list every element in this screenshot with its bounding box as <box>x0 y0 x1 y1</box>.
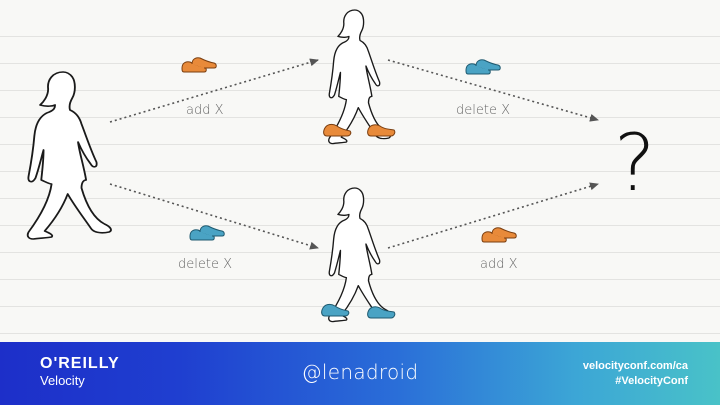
arrow-bottom-left <box>109 183 319 250</box>
blue-shoes-worn-icon <box>321 303 396 319</box>
arrow-bottom-right <box>387 182 599 249</box>
footer-bar: O'REILLY Velocity @lenadroid velocitycon… <box>0 342 720 405</box>
orange-shoes-icon <box>481 227 517 243</box>
conference-url: velocityconf.com/ca <box>582 360 688 372</box>
label-delete-top: delete X <box>456 103 510 118</box>
conference-links: velocityconf.com/ca #VelocityConf <box>583 359 688 389</box>
arrow-top-right <box>387 59 599 122</box>
orange-shoes-icon <box>181 57 217 73</box>
label-delete-bottom: delete X <box>178 257 232 272</box>
brand-name: O'REILLY <box>40 355 120 372</box>
label-add-bottom: add X <box>480 257 518 272</box>
diagram: add X delete X delete X add X ? <box>26 9 655 323</box>
arrow-top-left <box>109 58 319 123</box>
oreilly-velocity-logo: O'REILLY Velocity <box>40 355 120 389</box>
label-add-top: add X <box>186 103 224 118</box>
conference-hashtag: #VelocityConf <box>615 375 688 387</box>
orange-shoes-worn-icon <box>323 123 396 137</box>
blue-shoes-icon <box>465 59 501 75</box>
woman-start-icon <box>26 71 112 240</box>
twitter-handle: @lenadroid <box>301 360 419 384</box>
woman-bottom-icon <box>328 187 391 323</box>
blue-shoes-icon <box>189 225 225 241</box>
brand-product: Velocity <box>40 373 85 388</box>
question-mark: ? <box>614 119 655 209</box>
woman-top-icon <box>328 9 391 145</box>
